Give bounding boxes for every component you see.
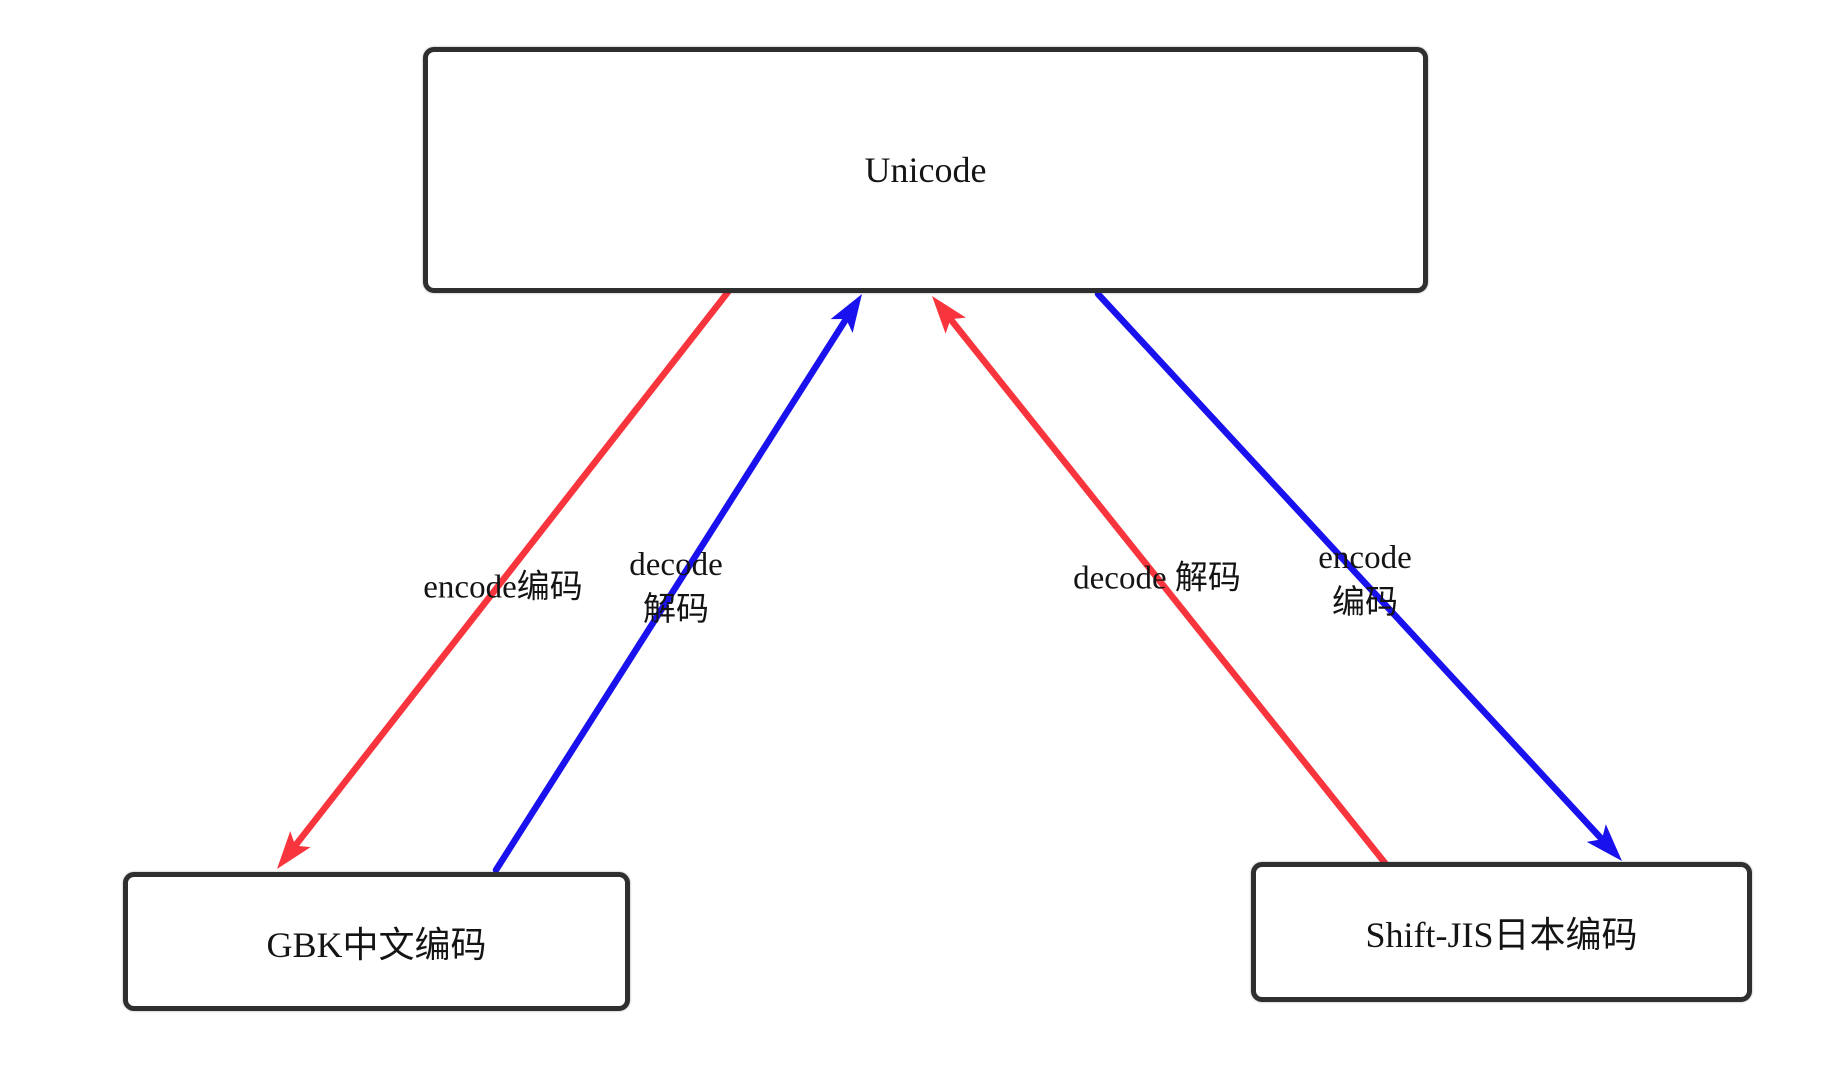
edge-label-line: encode	[1318, 540, 1412, 576]
edge-label-line: decode 解码	[1073, 560, 1241, 597]
decode-shift-jis-edge-label: decode 解码	[1073, 557, 1241, 602]
edge-label-line: 编码	[1331, 585, 1398, 621]
gbk-box-label: GBK中文编码	[266, 924, 487, 965]
edge-label-line: 解码	[642, 592, 709, 628]
gbk-box: GBK中文编码	[123, 872, 630, 1011]
encode-gbk-edge-label: encode编码	[423, 566, 582, 611]
shift-jis-box-label: Shift-JIS日本编码	[1365, 915, 1638, 955]
encode-shift-jis-edge-label: encode 编码	[1318, 536, 1411, 626]
decode-gbk-edge-label: decode 解码	[629, 543, 722, 633]
arrowhead-icon	[277, 831, 311, 869]
edge-label-line: decode	[629, 547, 723, 583]
arrowhead-icon	[932, 296, 966, 334]
edge-line-shift-jis-to-unicode	[942, 310, 1389, 867]
shift-jis-box: Shift-JIS日本编码	[1251, 862, 1752, 1002]
arrowhead-icon	[830, 294, 862, 333]
edge-line-gbk-to-unicode	[492, 309, 854, 874]
unicode-box-label: Unicode	[864, 150, 987, 190]
arrowhead-icon	[1586, 824, 1622, 861]
edge-label-line: encode编码	[423, 569, 583, 606]
edge-line-unicode-to-gbk	[287, 288, 732, 855]
unicode-box: Unicode	[423, 47, 1428, 293]
edge-line-unicode-to-shift-jis	[1094, 290, 1610, 848]
